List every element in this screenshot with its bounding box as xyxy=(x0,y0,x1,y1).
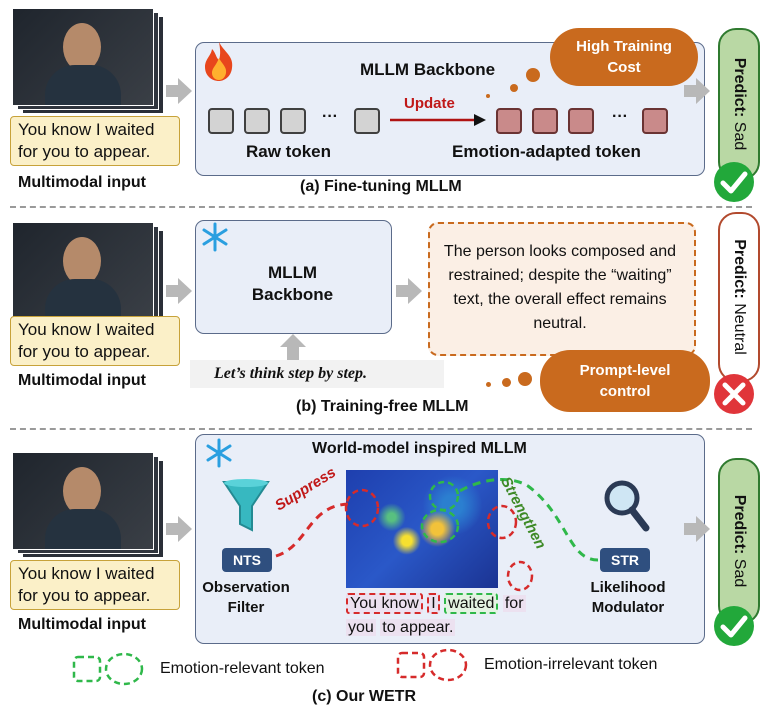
predict-value-c: Sad xyxy=(731,558,748,588)
raw-token xyxy=(208,108,234,134)
predict-label-b: Predict: xyxy=(731,239,748,299)
str-badge: STR xyxy=(600,548,650,572)
predict-value-b: Neutral xyxy=(731,303,748,355)
emotion-token xyxy=(568,108,594,134)
prompt-level-control-cloud: Prompt-level control xyxy=(540,350,710,412)
observation-filter-label: Observation Filter xyxy=(202,579,290,616)
caption-c: (c) Our WETR xyxy=(312,688,416,705)
predict-value-a: Sad xyxy=(731,121,748,151)
reasoning-box xyxy=(428,222,696,356)
token-irrelevant: you xyxy=(346,619,376,636)
cloud-dot xyxy=(518,372,532,386)
legend-relevant-label: Emotion-relevant token xyxy=(160,660,325,677)
token-utterance: You know I waited for you to appear. xyxy=(346,592,536,640)
likelihood-modulator-label: Likelihood Modulator xyxy=(590,579,666,616)
predict-label-c: Predict: xyxy=(731,494,748,555)
backbone-line2: Backbone xyxy=(251,285,334,304)
panel-b-backbone xyxy=(195,220,392,334)
raw-token-label: Raw token xyxy=(246,142,332,161)
snowflake-icon xyxy=(202,222,228,252)
reasoning-text: The person looks composed and restrained… xyxy=(443,243,677,332)
multimodal-input-label-c: Multimodal input xyxy=(18,616,146,633)
separator xyxy=(10,206,752,208)
cloud-dot xyxy=(486,382,491,387)
cloud-dot xyxy=(502,378,511,387)
cloud-dot xyxy=(510,84,518,92)
token-relevant: waited xyxy=(444,593,499,614)
prompt-text: Let’s think step by step. xyxy=(214,365,368,382)
input-image-c xyxy=(12,452,164,558)
emotion-token xyxy=(532,108,558,134)
token-irrelevant: to appear. xyxy=(380,619,456,636)
emotion-token-label: Emotion-adapted token xyxy=(452,142,641,161)
fire-icon xyxy=(205,42,233,81)
emotion-token xyxy=(496,108,522,134)
token-irrelevant: I xyxy=(427,593,440,614)
token-irrelevant: You know xyxy=(346,593,423,614)
arrow-up-prompt xyxy=(280,334,306,360)
raw-token xyxy=(354,108,380,134)
multimodal-input-label-b: Multimodal input xyxy=(18,372,146,389)
input-image-a xyxy=(12,8,164,114)
multimodal-input-label-a: Multimodal input xyxy=(18,174,146,191)
arrow-to-predict-c xyxy=(684,516,710,542)
arrow-to-predict-a xyxy=(684,78,710,104)
check-icon xyxy=(714,606,754,646)
backbone-title-b: MLLM Backbone xyxy=(195,262,390,306)
arrow-input-to-backbone-b xyxy=(166,278,192,304)
utterance-box-a: You know I waited for you to appear. xyxy=(10,116,180,166)
cloud-dot xyxy=(486,94,490,98)
suppress-strengthen-curves xyxy=(275,478,599,592)
legend-irrelevant-icon xyxy=(396,648,468,682)
check-icon xyxy=(714,162,754,202)
predict-pill-c: Predict: Sad xyxy=(718,458,760,624)
arrow-backbone-to-reasoning xyxy=(396,278,422,304)
predict-pill-b: Predict: Neutral xyxy=(718,212,760,382)
predict-pill-a: Predict: Sad xyxy=(718,28,760,180)
prompt-box xyxy=(190,360,444,388)
input-image-b xyxy=(12,222,164,328)
legend-relevant-icon xyxy=(72,652,144,686)
high-training-cost-cloud: High Training Cost xyxy=(550,28,698,86)
cloud-text-b: Prompt-level control xyxy=(579,362,671,400)
raw-token xyxy=(280,108,306,134)
nts-badge: NTS xyxy=(222,548,272,572)
update-label: Update xyxy=(404,95,455,112)
update-arrow xyxy=(390,114,486,126)
backbone-title-a: MLLM Backbone xyxy=(360,60,496,79)
cross-icon xyxy=(714,374,754,414)
world-model-title: World-model inspired MLLM xyxy=(312,440,527,457)
funnel-icon xyxy=(222,479,270,532)
token-irrelevant: for xyxy=(502,595,526,612)
utterance-box-b: You know I waited for you to appear. xyxy=(10,316,180,366)
token-ellipsis: ··· xyxy=(612,108,628,125)
emotion-token xyxy=(642,108,668,134)
raw-token xyxy=(244,108,270,134)
caption-b: (b) Training-free MLLM xyxy=(296,398,469,415)
arrow-input-to-model-c xyxy=(166,516,192,542)
token-ellipsis: ··· xyxy=(322,108,338,125)
cloud-text-a: High Training Cost xyxy=(576,38,672,76)
caption-a: (a) Fine-tuning MLLM xyxy=(300,178,462,195)
predict-label-a: Predict: xyxy=(731,57,748,118)
legend-irrelevant-label: Emotion-irrelevant token xyxy=(484,656,658,673)
snowflake-icon xyxy=(206,438,232,468)
cloud-dot xyxy=(526,68,540,82)
utterance-box-c: You know I waited for you to appear. xyxy=(10,560,180,610)
separator xyxy=(10,428,752,430)
magnifier-icon xyxy=(604,480,650,532)
backbone-line1: MLLM xyxy=(267,263,318,282)
arrow-input-to-backbone-a xyxy=(166,78,192,104)
